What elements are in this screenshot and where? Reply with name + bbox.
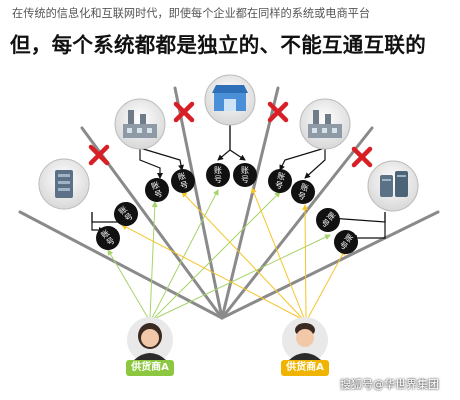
block-x-icon-3: [267, 101, 289, 123]
server-icon: [380, 171, 408, 197]
divider-line-4: [220, 86, 280, 320]
system-node-5: [367, 160, 419, 212]
system-node-1: [38, 158, 90, 210]
supplier-a-avatar-1: [127, 317, 173, 363]
server-icon: [55, 170, 73, 198]
system-node-4: [299, 98, 351, 150]
account-badge-bottom-char: 号: [241, 175, 249, 184]
account-badge: 账号: [233, 163, 257, 187]
system-node-2: [114, 98, 166, 150]
account-badge: 账号: [206, 163, 230, 187]
factory-icon: [308, 110, 342, 138]
block-x-icon-2: [173, 101, 195, 123]
store-icon: [212, 85, 248, 111]
divider-line-1: [18, 210, 224, 320]
supplier-links: [107, 187, 346, 319]
supplier-label-2: 供货商A: [281, 360, 329, 376]
divider-line-6: [220, 210, 440, 320]
divider-line-3: [173, 86, 224, 320]
divider-line-5: [220, 126, 374, 320]
headline: 但，每个系统都都是独立的、不能互通互联的: [10, 33, 426, 57]
account-arrows: [91, 120, 386, 241]
subtitle: 在传统的信息化和互联网时代，即使每个企业都在同样的系统或电商平台: [12, 7, 371, 20]
supplier-a-avatar-2: [282, 317, 328, 363]
block-x-icon-1: [88, 144, 110, 166]
supplier-label-1: 供货商A: [126, 360, 174, 376]
account-badge-top-char: 账: [214, 166, 222, 175]
factory-icon: [123, 110, 157, 138]
watermark: 搜狐号@华世界集团: [340, 378, 439, 391]
account-badge-top-char: 账: [241, 166, 249, 175]
account-badge-bottom-char: 号: [214, 175, 222, 184]
block-x-icon-4: [351, 146, 373, 168]
system-node-3: [204, 74, 256, 126]
